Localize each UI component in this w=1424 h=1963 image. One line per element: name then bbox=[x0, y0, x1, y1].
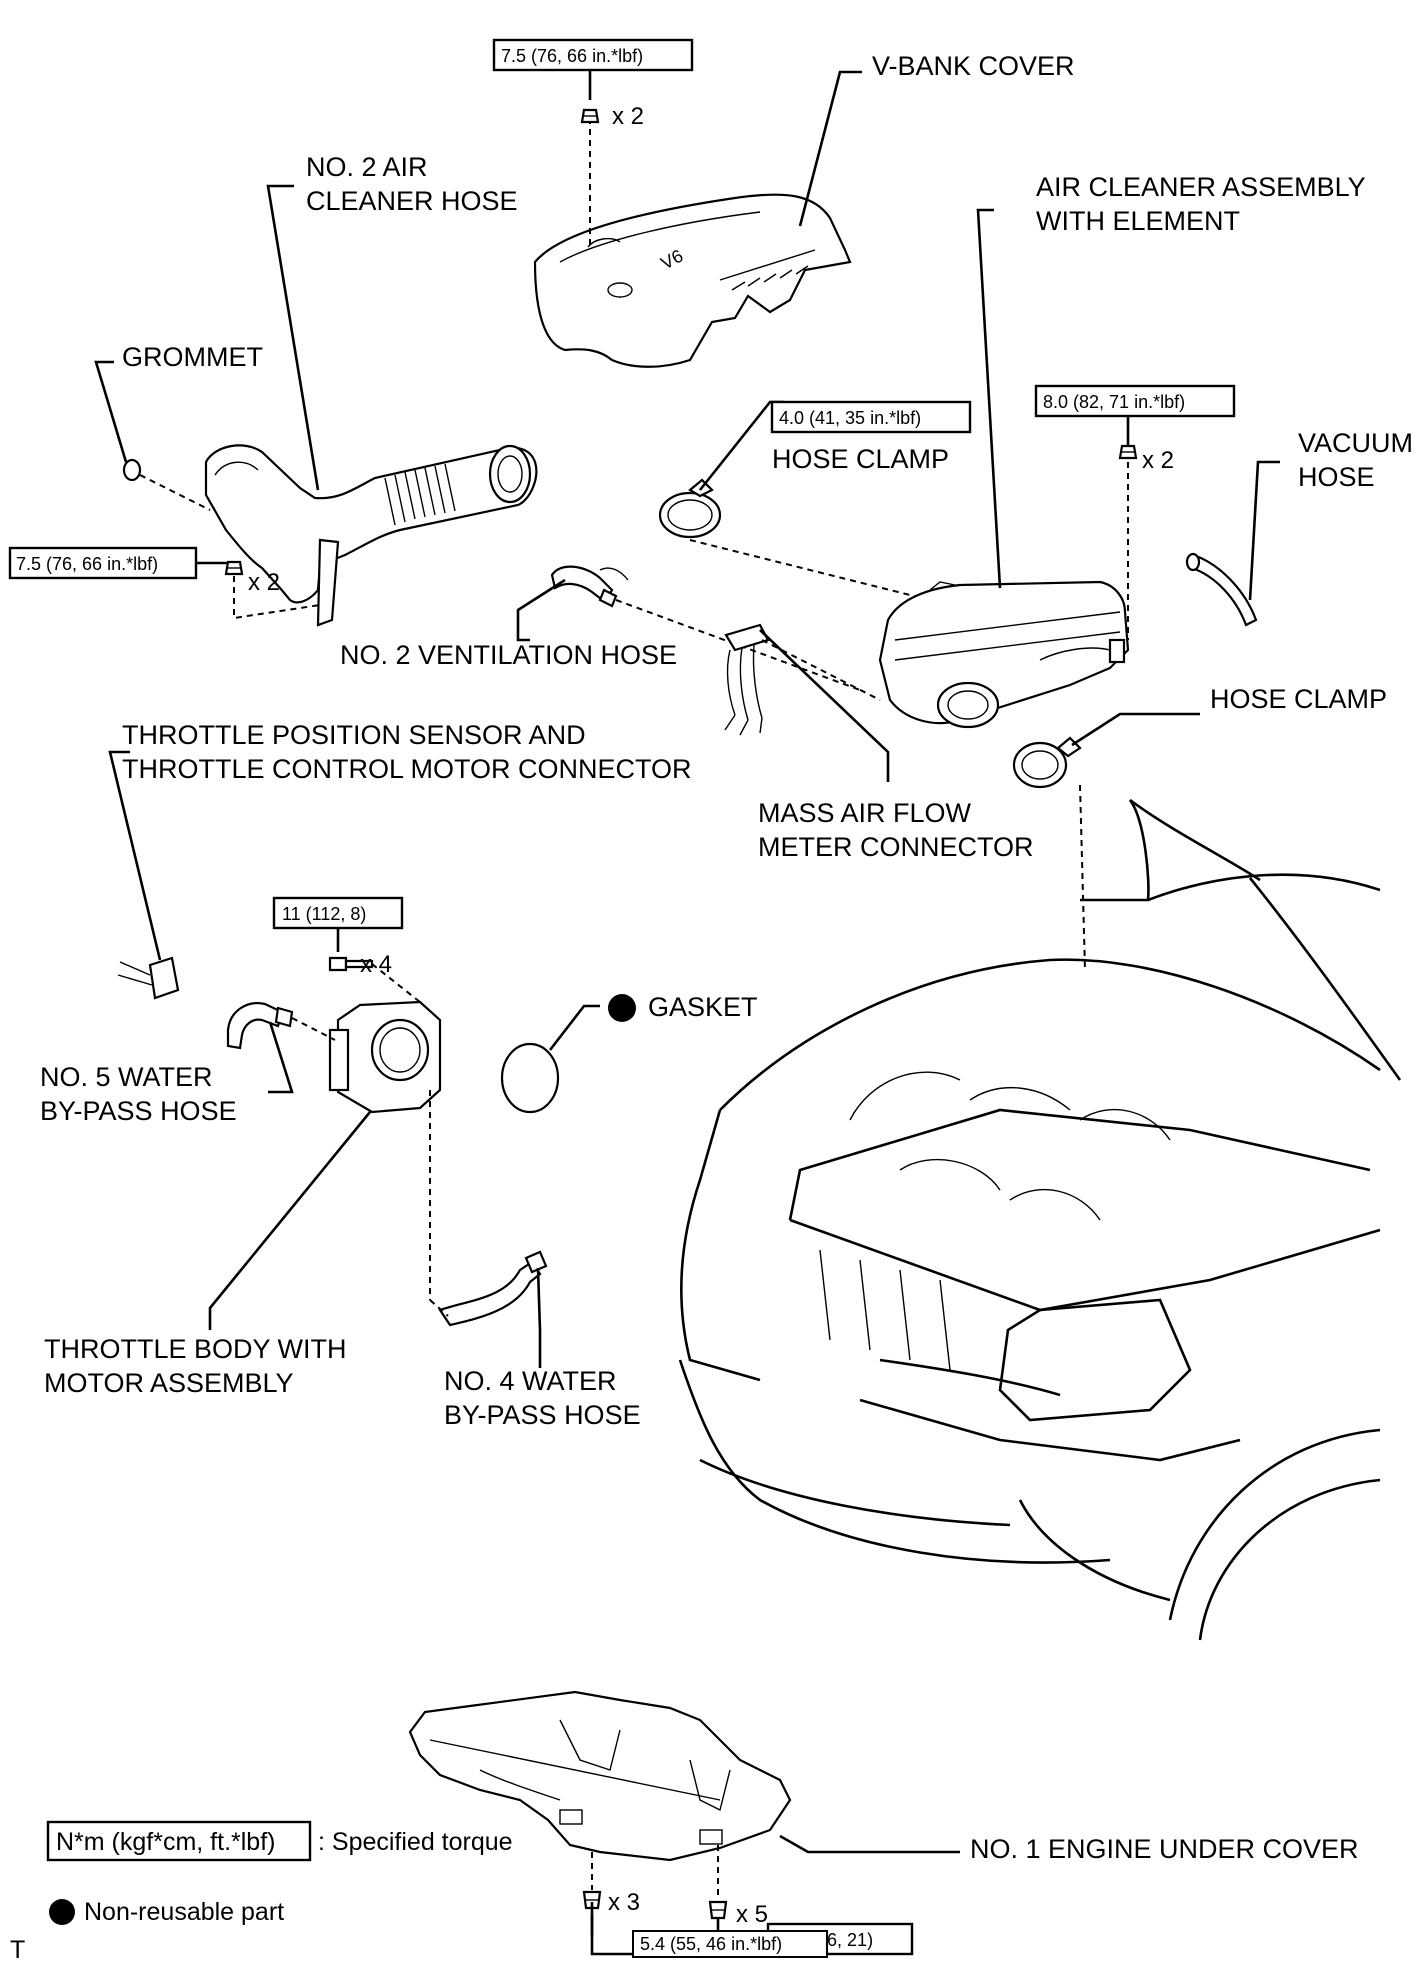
throttle-body-torque-box bbox=[272, 896, 404, 930]
v-bank-cover-part: V6 bbox=[533, 193, 852, 368]
no4-water-label-2: BY-PASS HOSE bbox=[444, 1400, 641, 1430]
vehicle-front-illustration bbox=[678, 798, 1402, 1641]
gasket-label: GASKET bbox=[648, 992, 758, 1022]
vacuum-hose-label-2: HOSE bbox=[1298, 462, 1375, 492]
throttle-body-label-2: MOTOR ASSEMBLY bbox=[44, 1368, 294, 1398]
hose-clamp-torque-box bbox=[770, 400, 972, 434]
grommet-part bbox=[122, 458, 142, 482]
air-cleaner-hose-qty: x 2 bbox=[248, 569, 280, 596]
no2-air-cleaner-hose-label-2: CLEANER HOSE bbox=[306, 186, 518, 216]
hose-clamp-right-part bbox=[1012, 736, 1082, 789]
air-cleaner-torque: 8.0 (82, 71 in.*lbf) bbox=[1043, 392, 1185, 412]
under-cover-x5-qty: x 5 bbox=[736, 1901, 768, 1928]
throttle-body-part bbox=[328, 1000, 442, 1114]
maf-connector-part bbox=[724, 623, 770, 736]
air-cleaner-hose-bolt-icon bbox=[224, 560, 244, 576]
legend-torque-text: : Specified torque bbox=[318, 1828, 513, 1856]
throttle-body-bolt-icon bbox=[328, 956, 374, 972]
v-bank-bolt-icon bbox=[580, 108, 600, 124]
corner-mark: T bbox=[10, 1936, 25, 1963]
no4-water-bypass-hose-part bbox=[438, 1250, 548, 1327]
no2-ventilation-hose-part bbox=[550, 565, 629, 608]
throttle-body-qty: x 4 bbox=[360, 951, 392, 978]
no2-ventilation-hose-label: NO. 2 VENTILATION HOSE bbox=[340, 640, 677, 670]
under-cover-x3-bolt-icon bbox=[582, 1890, 602, 1910]
maf-label-1: MASS AIR FLOW bbox=[758, 798, 972, 828]
no4-water-label-1: NO. 4 WATER bbox=[444, 1366, 617, 1396]
legend-nonreusable-text: Non-reusable part bbox=[84, 1898, 284, 1926]
hose-clamp-right-label: HOSE CLAMP bbox=[1210, 684, 1387, 714]
no5-water-bypass-hose-part bbox=[226, 1002, 294, 1050]
air-cleaner-bolt-icon bbox=[1118, 444, 1138, 460]
tps-label-1: THROTTLE POSITION SENSOR AND bbox=[122, 720, 586, 750]
tps-label-2: THROTTLE CONTROL MOTOR CONNECTOR bbox=[122, 754, 692, 784]
throttle-body-label-1: THROTTLE BODY WITH bbox=[44, 1334, 347, 1364]
v-bank-torque-box bbox=[492, 38, 694, 72]
under-cover-x5-bolt-icon bbox=[708, 1900, 728, 1920]
no1-engine-under-cover-part bbox=[408, 1690, 792, 1862]
air-cleaner-label-2: WITH ELEMENT bbox=[1036, 206, 1240, 236]
no2-air-cleaner-hose-label-1: NO. 2 AIR bbox=[306, 152, 428, 182]
under-cover-x3-qty: x 3 bbox=[608, 1889, 640, 1916]
vacuum-hose-part bbox=[1185, 552, 1258, 627]
grommet-label: GROMMET bbox=[122, 342, 263, 372]
under-cover-x3-torque-box: 5.4 (55, 46 in.*lbf) bbox=[632, 1930, 828, 1958]
air-cleaner-hose-torque-box bbox=[8, 546, 198, 580]
gasket-part bbox=[500, 1042, 560, 1114]
legend-torque-box bbox=[46, 1820, 312, 1862]
under-cover-x3-torque: 5.4 (55, 46 in.*lbf) bbox=[640, 1934, 783, 1954]
nonreusable-dot-icon bbox=[608, 994, 636, 1022]
air-cleaner-hose-torque: 7.5 (76, 66 in.*lbf) bbox=[16, 554, 158, 574]
air-cleaner-qty: x 2 bbox=[1142, 447, 1174, 474]
no5-water-label-1: NO. 5 WATER bbox=[40, 1062, 213, 1092]
no2-air-cleaner-hose-part bbox=[204, 444, 538, 627]
legend-torque-format: N*m (kgf*cm, ft.*lbf) bbox=[56, 1828, 275, 1856]
v-bank-qty: x 2 bbox=[612, 103, 644, 130]
hose-clamp-top-label: HOSE CLAMP bbox=[772, 444, 949, 474]
maf-label-2: METER CONNECTOR bbox=[758, 832, 1034, 862]
throttle-body-torque: 11 (112, 8) bbox=[282, 904, 366, 924]
legend-nonreusable-dot-icon bbox=[49, 1899, 75, 1925]
vacuum-hose-label-1: VACUUM bbox=[1298, 428, 1413, 458]
air-cleaner-assembly-part bbox=[878, 580, 1130, 729]
no1-engine-under-cover-label: NO. 1 ENGINE UNDER COVER bbox=[970, 1834, 1359, 1864]
tps-connector-part bbox=[117, 956, 180, 1000]
air-cleaner-label-1: AIR CLEANER ASSEMBLY bbox=[1036, 172, 1366, 202]
v-bank-torque: 7.5 (76, 66 in.*lbf) bbox=[501, 46, 643, 66]
air-cleaner-torque-box bbox=[1034, 384, 1236, 418]
hose-clamp-top-part bbox=[658, 478, 722, 539]
v-bank-cover-label: V-BANK COVER bbox=[872, 51, 1075, 81]
no5-water-label-2: BY-PASS HOSE bbox=[40, 1096, 237, 1126]
hose-clamp-torque: 4.0 (41, 35 in.*lbf) bbox=[779, 408, 921, 428]
